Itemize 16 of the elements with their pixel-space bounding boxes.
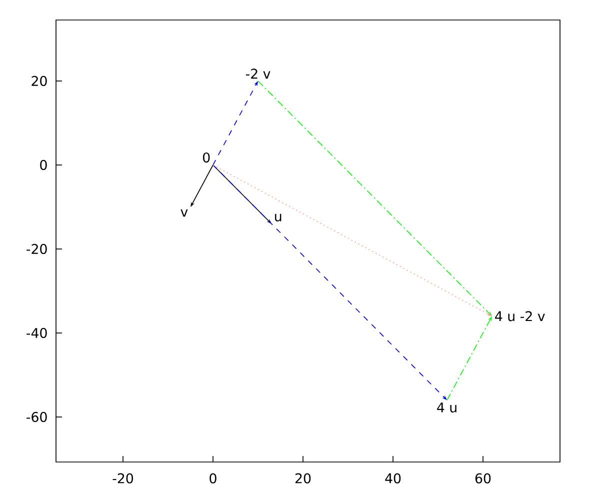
tick-label: -60 [26, 412, 47, 422]
tick-label: 60 [475, 473, 491, 484]
tick-label: 20 [295, 473, 311, 484]
tick-label: 0 [210, 473, 216, 484]
point-label: 4 u -2 v [495, 311, 545, 322]
tick-label: -20 [26, 244, 47, 254]
point-label: v [180, 209, 188, 217]
point-label: u [275, 214, 282, 222]
tick-label: 40 [385, 473, 401, 484]
tick-label: 20 [32, 76, 47, 86]
tick-label: -20 [112, 473, 134, 484]
tick-label: 0 [40, 160, 47, 170]
point-label: 0 [203, 152, 210, 163]
point-label: -2 v [246, 68, 270, 79]
tick-label: -40 [26, 328, 47, 338]
point-label: 4 u [437, 402, 456, 412]
